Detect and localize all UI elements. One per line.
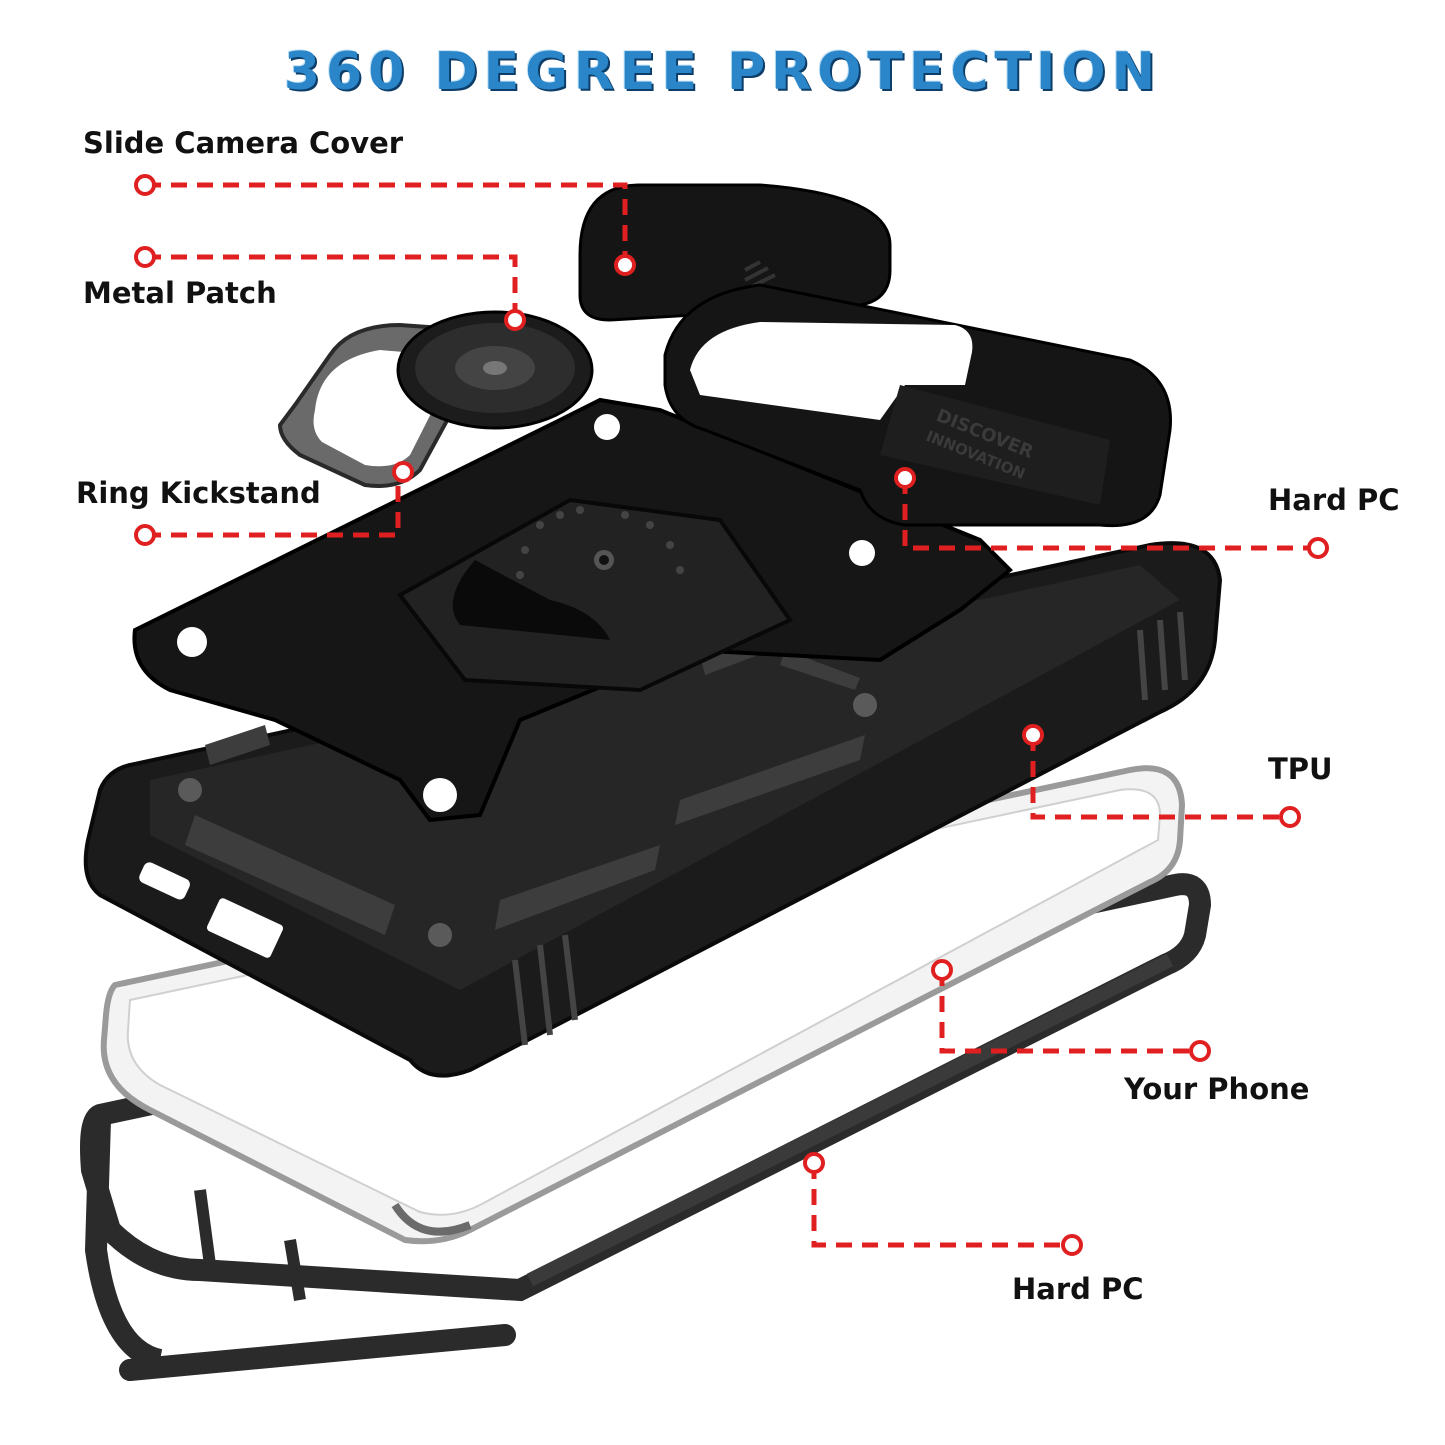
label-tpu: TPU: [1268, 752, 1333, 786]
bottom-hard-pc-frame: [80, 873, 1212, 1381]
callout-line-ring-kickstand: [145, 472, 401, 538]
label-hard-pc-top: Hard PC: [1268, 483, 1400, 517]
callout-line-metal-patch: [145, 254, 518, 320]
callout-line-tpu: [1030, 735, 1290, 820]
tpu-case: [83, 541, 1223, 1078]
label-your-phone: Your Phone: [1124, 1072, 1310, 1106]
label-slide-camera-cover: Slide Camera Cover: [83, 126, 404, 160]
page-title: 360 DEGREE PROTECTION: [283, 42, 1162, 102]
label-metal-patch: Metal Patch: [83, 276, 277, 310]
slide-camera-cover: DISCOVER INNOVATION: [578, 183, 1172, 528]
callout-line-hard-pc-top: [902, 478, 1318, 551]
callout-dots: [134, 174, 1329, 1256]
label-hard-pc-bottom: Hard PC: [1012, 1272, 1144, 1306]
callout-line-slide-camera: [145, 182, 628, 265]
metal-patch: [396, 310, 594, 430]
phone-body: [100, 765, 1186, 1245]
callout-line-your-phone: [939, 970, 1200, 1054]
label-ring-kickstand: Ring Kickstand: [76, 476, 321, 510]
callout-line-hard-pc-bottom: [811, 1163, 1072, 1248]
hard-pc-armor-frame: [132, 397, 1013, 823]
callout-lines: [145, 182, 1318, 1248]
